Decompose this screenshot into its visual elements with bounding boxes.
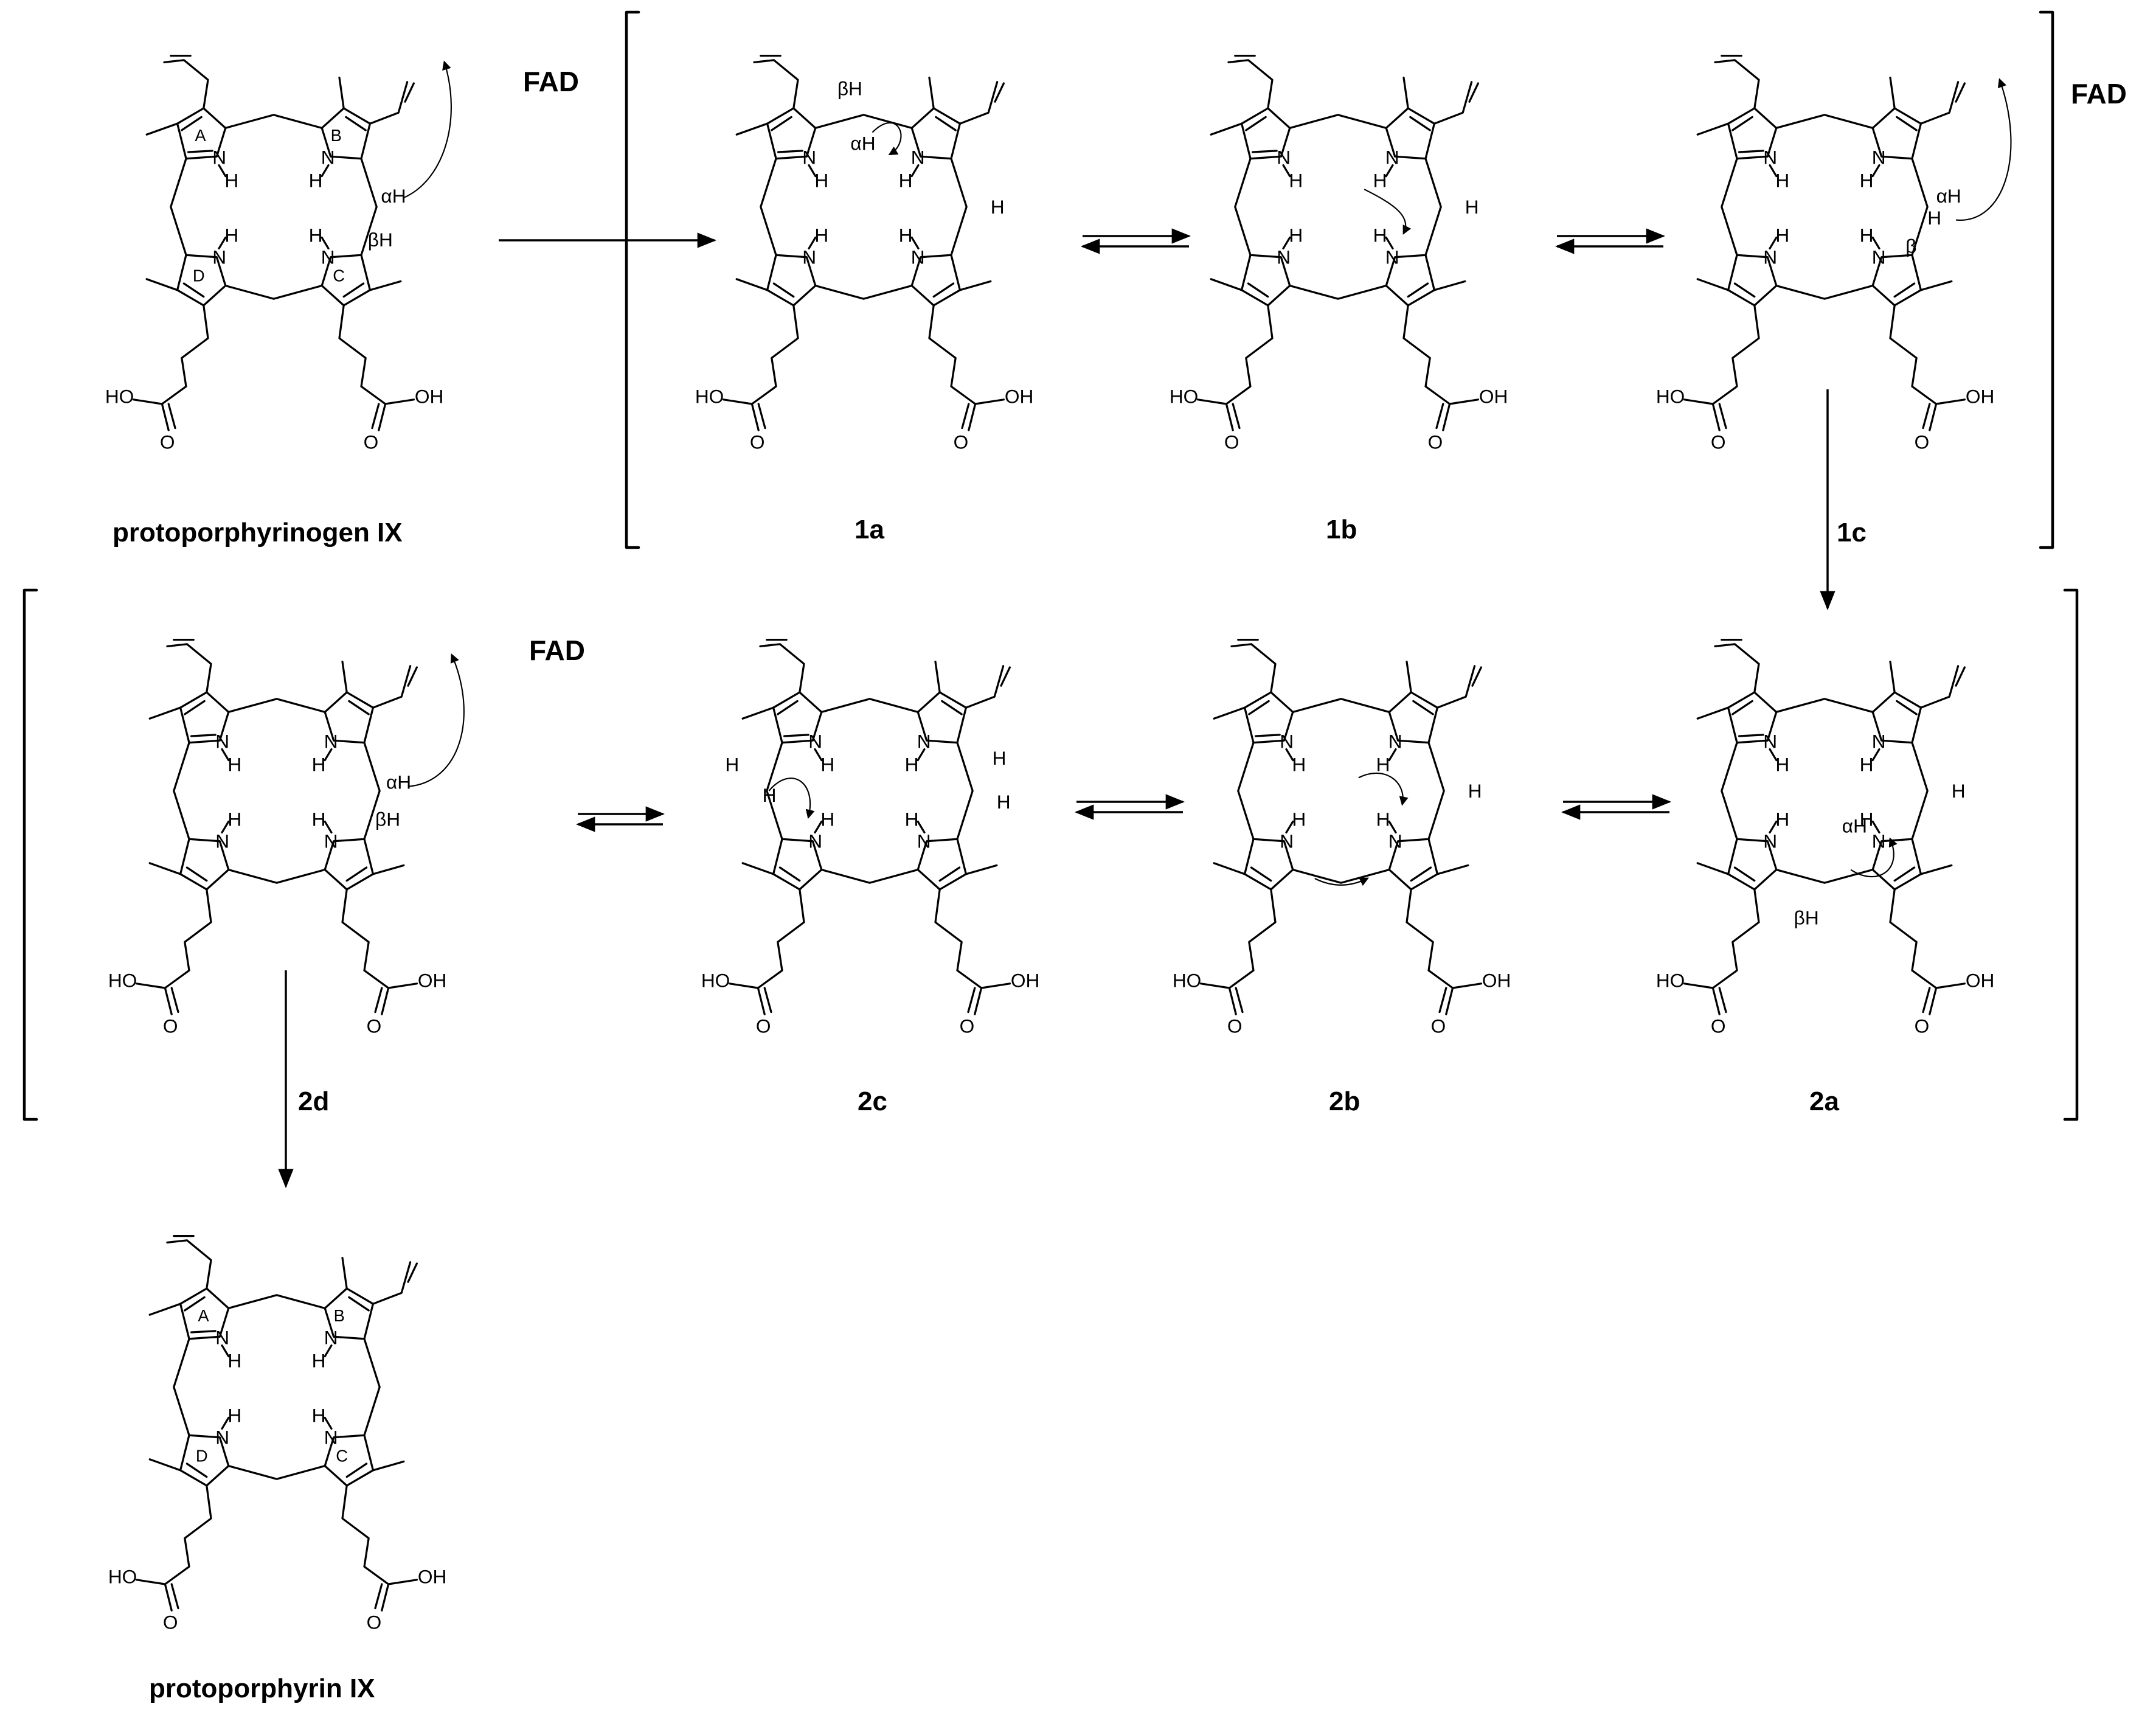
equilibrium-arrow-5 <box>1561 794 1672 820</box>
svg-text:H: H <box>725 754 739 776</box>
svg-text:D: D <box>196 1446 208 1465</box>
svg-text:A: A <box>195 126 206 145</box>
equilibrium-arrow-4 <box>1074 794 1185 820</box>
fad-label: FAD <box>523 66 579 97</box>
svg-text:βH: βH <box>837 77 862 99</box>
svg-text:H: H <box>993 747 1007 769</box>
intermediate-1c-label: 1c <box>1837 518 1867 548</box>
svg-text:H: H <box>1468 780 1482 802</box>
intermediate-2d: αH βH <box>108 638 465 1037</box>
intermediate-2b-label: 2b <box>1329 1087 1360 1116</box>
svg-text:C: C <box>336 1446 348 1465</box>
intermediate-1c: αH H β <box>1655 54 2012 453</box>
intermediate-2a: H αH βH <box>1655 638 1995 1037</box>
svg-text:βH: βH <box>375 809 400 830</box>
intermediate-2c: H H H H <box>701 638 1040 1037</box>
svg-text:D: D <box>193 266 205 285</box>
intermediate-2a-label: 2a <box>1809 1087 1839 1116</box>
svg-text:H: H <box>1952 780 1966 802</box>
equilibrium-arrow-3 <box>575 806 665 832</box>
fad-label-2: FAD <box>2071 78 2127 110</box>
bracket-right-row2 <box>2063 588 2079 1121</box>
svg-text:B: B <box>334 1306 345 1325</box>
svg-text:αH: αH <box>386 771 411 793</box>
intermediate-1a: βH αH H <box>695 54 1034 453</box>
svg-text:B: B <box>331 126 342 145</box>
svg-text:βH: βH <box>1794 907 1819 929</box>
intermediate-2b: H <box>1172 638 1511 1037</box>
svg-text:αH: αH <box>1936 185 1961 207</box>
svg-text:H: H <box>1465 196 1479 218</box>
svg-text:βH: βH <box>368 229 393 251</box>
svg-text:C: C <box>333 266 345 285</box>
protoporphyrinogen-ix: A B C D αH βH <box>105 54 452 453</box>
svg-text:H: H <box>1927 207 1941 229</box>
protoporphyrin-ix: A B C D <box>108 1234 447 1633</box>
intermediate-2d-label: 2d <box>298 1087 329 1116</box>
bracket-left-row2 <box>23 588 38 1121</box>
equilibrium-arrow-2 <box>1555 228 1666 254</box>
svg-text:H: H <box>991 196 1005 218</box>
svg-text:H: H <box>763 784 777 806</box>
svg-text:αH: αH <box>850 132 875 154</box>
bracket-right-row1 <box>2039 10 2054 549</box>
equilibrium-arrow-1 <box>1080 228 1191 254</box>
intermediate-1b-label: 1b <box>1326 515 1357 544</box>
intermediate-1b: H <box>1169 54 1508 453</box>
fad-label-3: FAD <box>529 635 585 666</box>
intermediate-2c-label: 2c <box>858 1087 887 1116</box>
protoporphyrin-ix-label: protoporphyrin IX <box>149 1674 375 1703</box>
svg-text:αH: αH <box>381 185 406 207</box>
svg-text:β: β <box>1905 235 1916 257</box>
svg-text:H: H <box>997 791 1011 813</box>
svg-text:αH: αH <box>1842 815 1867 836</box>
bracket-left-row1 <box>625 10 640 549</box>
protoporphyrinogen-ix-label: protoporphyrinogen IX <box>113 518 403 548</box>
intermediate-1a-label: 1a <box>854 515 884 544</box>
svg-text:A: A <box>198 1306 209 1325</box>
